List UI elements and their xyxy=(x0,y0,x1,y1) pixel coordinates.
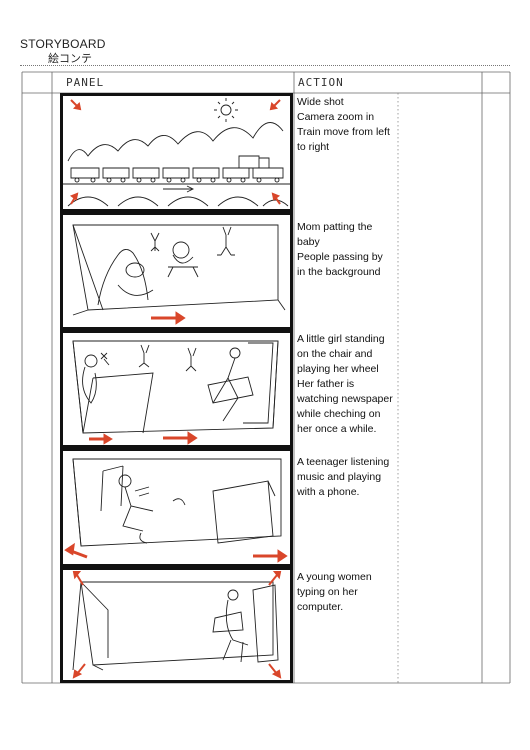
panel-5-sketch xyxy=(72,571,282,679)
panel-2-action: Mom patting the baby People passing by i… xyxy=(297,221,383,278)
panel-1-action: Wide shot Camera zoom in Train move from… xyxy=(297,96,390,153)
panel-column-header: PANEL xyxy=(66,76,105,89)
panel-3-frame xyxy=(60,330,293,448)
panel-4-frame xyxy=(60,448,293,567)
panel-2-sketch xyxy=(72,224,286,325)
panel-1-frame xyxy=(60,93,293,212)
action-column-header: ACTION xyxy=(298,76,344,89)
storyboard-subtitle: 絵コンテ xyxy=(48,53,92,65)
panel-3-action: A little girl standing on the chair and … xyxy=(297,333,393,435)
panel-5-frame xyxy=(60,567,293,683)
panel-4-sketch xyxy=(64,458,288,563)
panel-3-sketch xyxy=(72,340,279,445)
panel-4-action: A teenager listening music and playing w… xyxy=(297,456,390,498)
storyboard-title: STORYBOARD xyxy=(20,37,106,51)
panel-1-sketch xyxy=(63,98,290,207)
panel-2-frame xyxy=(60,212,293,330)
panel-5-action: A young women typing on her computer. xyxy=(297,571,372,613)
header-rule xyxy=(20,65,510,66)
